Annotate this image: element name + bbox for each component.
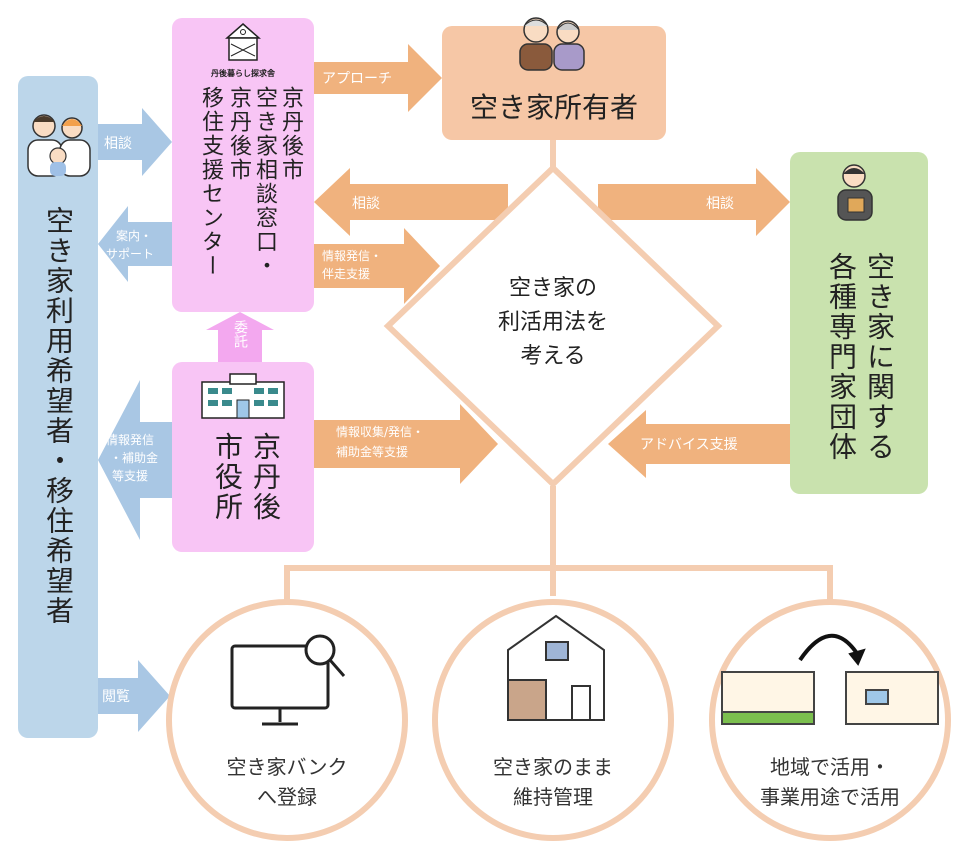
arrow-approach (314, 44, 442, 112)
center-title-col1: 京丹後市 (278, 86, 303, 182)
label-city-right-2: 補助金等支援 (336, 445, 409, 459)
diamond-shape (383, 163, 723, 489)
outcome-1-line2: へ登録 (257, 785, 317, 809)
outcome-3-line1: 地域で活用・ (770, 755, 890, 779)
diamond-text: 空き家の 利活用法を 考える (458, 272, 648, 374)
house-icon (507, 614, 605, 721)
arrow-annai-left (98, 206, 172, 282)
label-approach: アプローチ (322, 71, 392, 87)
prospective-user-box: 空き家利用希望者・移住希望者 (18, 76, 98, 738)
label-soudan-left: 相談 (104, 136, 132, 152)
arrow-soudan-to-center (314, 168, 508, 236)
label-soudan-top-right: 相談 (706, 196, 734, 212)
room-conversion-icon (721, 634, 939, 725)
label-city-left-2: ・補助金 (110, 451, 159, 465)
owner-box: 空き家所有者 (442, 17, 666, 140)
center-title-col2: 空き家相談窓口・ (252, 86, 277, 278)
diamond-line-1: 空き家の (508, 276, 597, 301)
label-itaku: 委託 (232, 320, 248, 348)
center-title-col4: 移住支援センター (198, 86, 223, 278)
expert-title-col1: 空き家に関する (863, 252, 896, 462)
label-advice: アドバイス支援 (640, 437, 738, 453)
label-joho-1: 情報発信・ (322, 249, 383, 263)
expert-box: 空き家に関する 各種専門家団体 (790, 152, 928, 494)
arrow-soudan-to-expert (598, 168, 790, 236)
arrow-itaku-up (206, 312, 274, 362)
family-icon (22, 106, 94, 182)
prospective-user-title: 空き家利用希望者・移住希望者 (42, 206, 75, 626)
city-hall-icon (200, 372, 286, 420)
label-joho-2: 伴走支援 (322, 267, 371, 281)
computer-search-icon (230, 634, 346, 726)
center-title-col3: 京丹後市 (226, 86, 251, 182)
arrow-city-right (314, 404, 498, 484)
label-annai-2: サポート (106, 247, 155, 261)
outcome-label-3: 地域で活用・ 事業用途で活用 (730, 752, 930, 812)
label-city-left-3: 等支援 (112, 469, 149, 483)
outcome-2-line2: 維持管理 (513, 785, 593, 809)
city-title-col2: 市役所 (211, 432, 244, 522)
arrow-soudan-right (98, 108, 172, 176)
businessman-icon (830, 160, 880, 222)
arrow-etsuran-right (98, 660, 170, 732)
label-city-left-1: 情報発信 (106, 433, 155, 447)
outcome-circle-1 (166, 599, 408, 841)
label-annai-1: 案内・ (116, 229, 153, 243)
outcome-1-line1: 空き家バンク (226, 755, 348, 779)
outcome-3-line2: 事業用途で活用 (760, 785, 900, 809)
outcome-2-line1: 空き家のまま (493, 755, 613, 779)
expert-title-col2: 各種専門家団体 (825, 252, 858, 462)
outcome-circle-3 (709, 599, 951, 841)
elderly-couple-icon (512, 10, 592, 72)
city-hall-box: 京丹後 市役所 (172, 362, 314, 552)
owner-title: 空き家所有者 (469, 91, 638, 124)
arrow-joho-hasshin (314, 228, 440, 304)
label-city-right-1: 情報収集/発信・ (336, 425, 425, 439)
arrow-city-info-left (98, 380, 172, 540)
arrow-advice (608, 410, 790, 478)
diamond-line-3: 考える (520, 344, 586, 369)
outcome-label-1: 空き家バンク へ登録 (187, 752, 387, 812)
label-soudan-top-left: 相談 (352, 196, 380, 212)
diamond-line-2: 利活用法を (497, 310, 608, 335)
consultation-center-box: 丹後暮らし探求舎 京丹後市 空き家相談窓口・ 京丹後市 移住支援センター (172, 18, 314, 312)
house-building-icon (225, 22, 261, 62)
outcome-label-2: 空き家のまま 維持管理 (453, 752, 653, 812)
label-etsuran: 閲覧 (102, 689, 130, 705)
city-title-col1: 京丹後 (249, 432, 282, 522)
center-small-label: 丹後暮らし探求舎 (211, 69, 275, 78)
